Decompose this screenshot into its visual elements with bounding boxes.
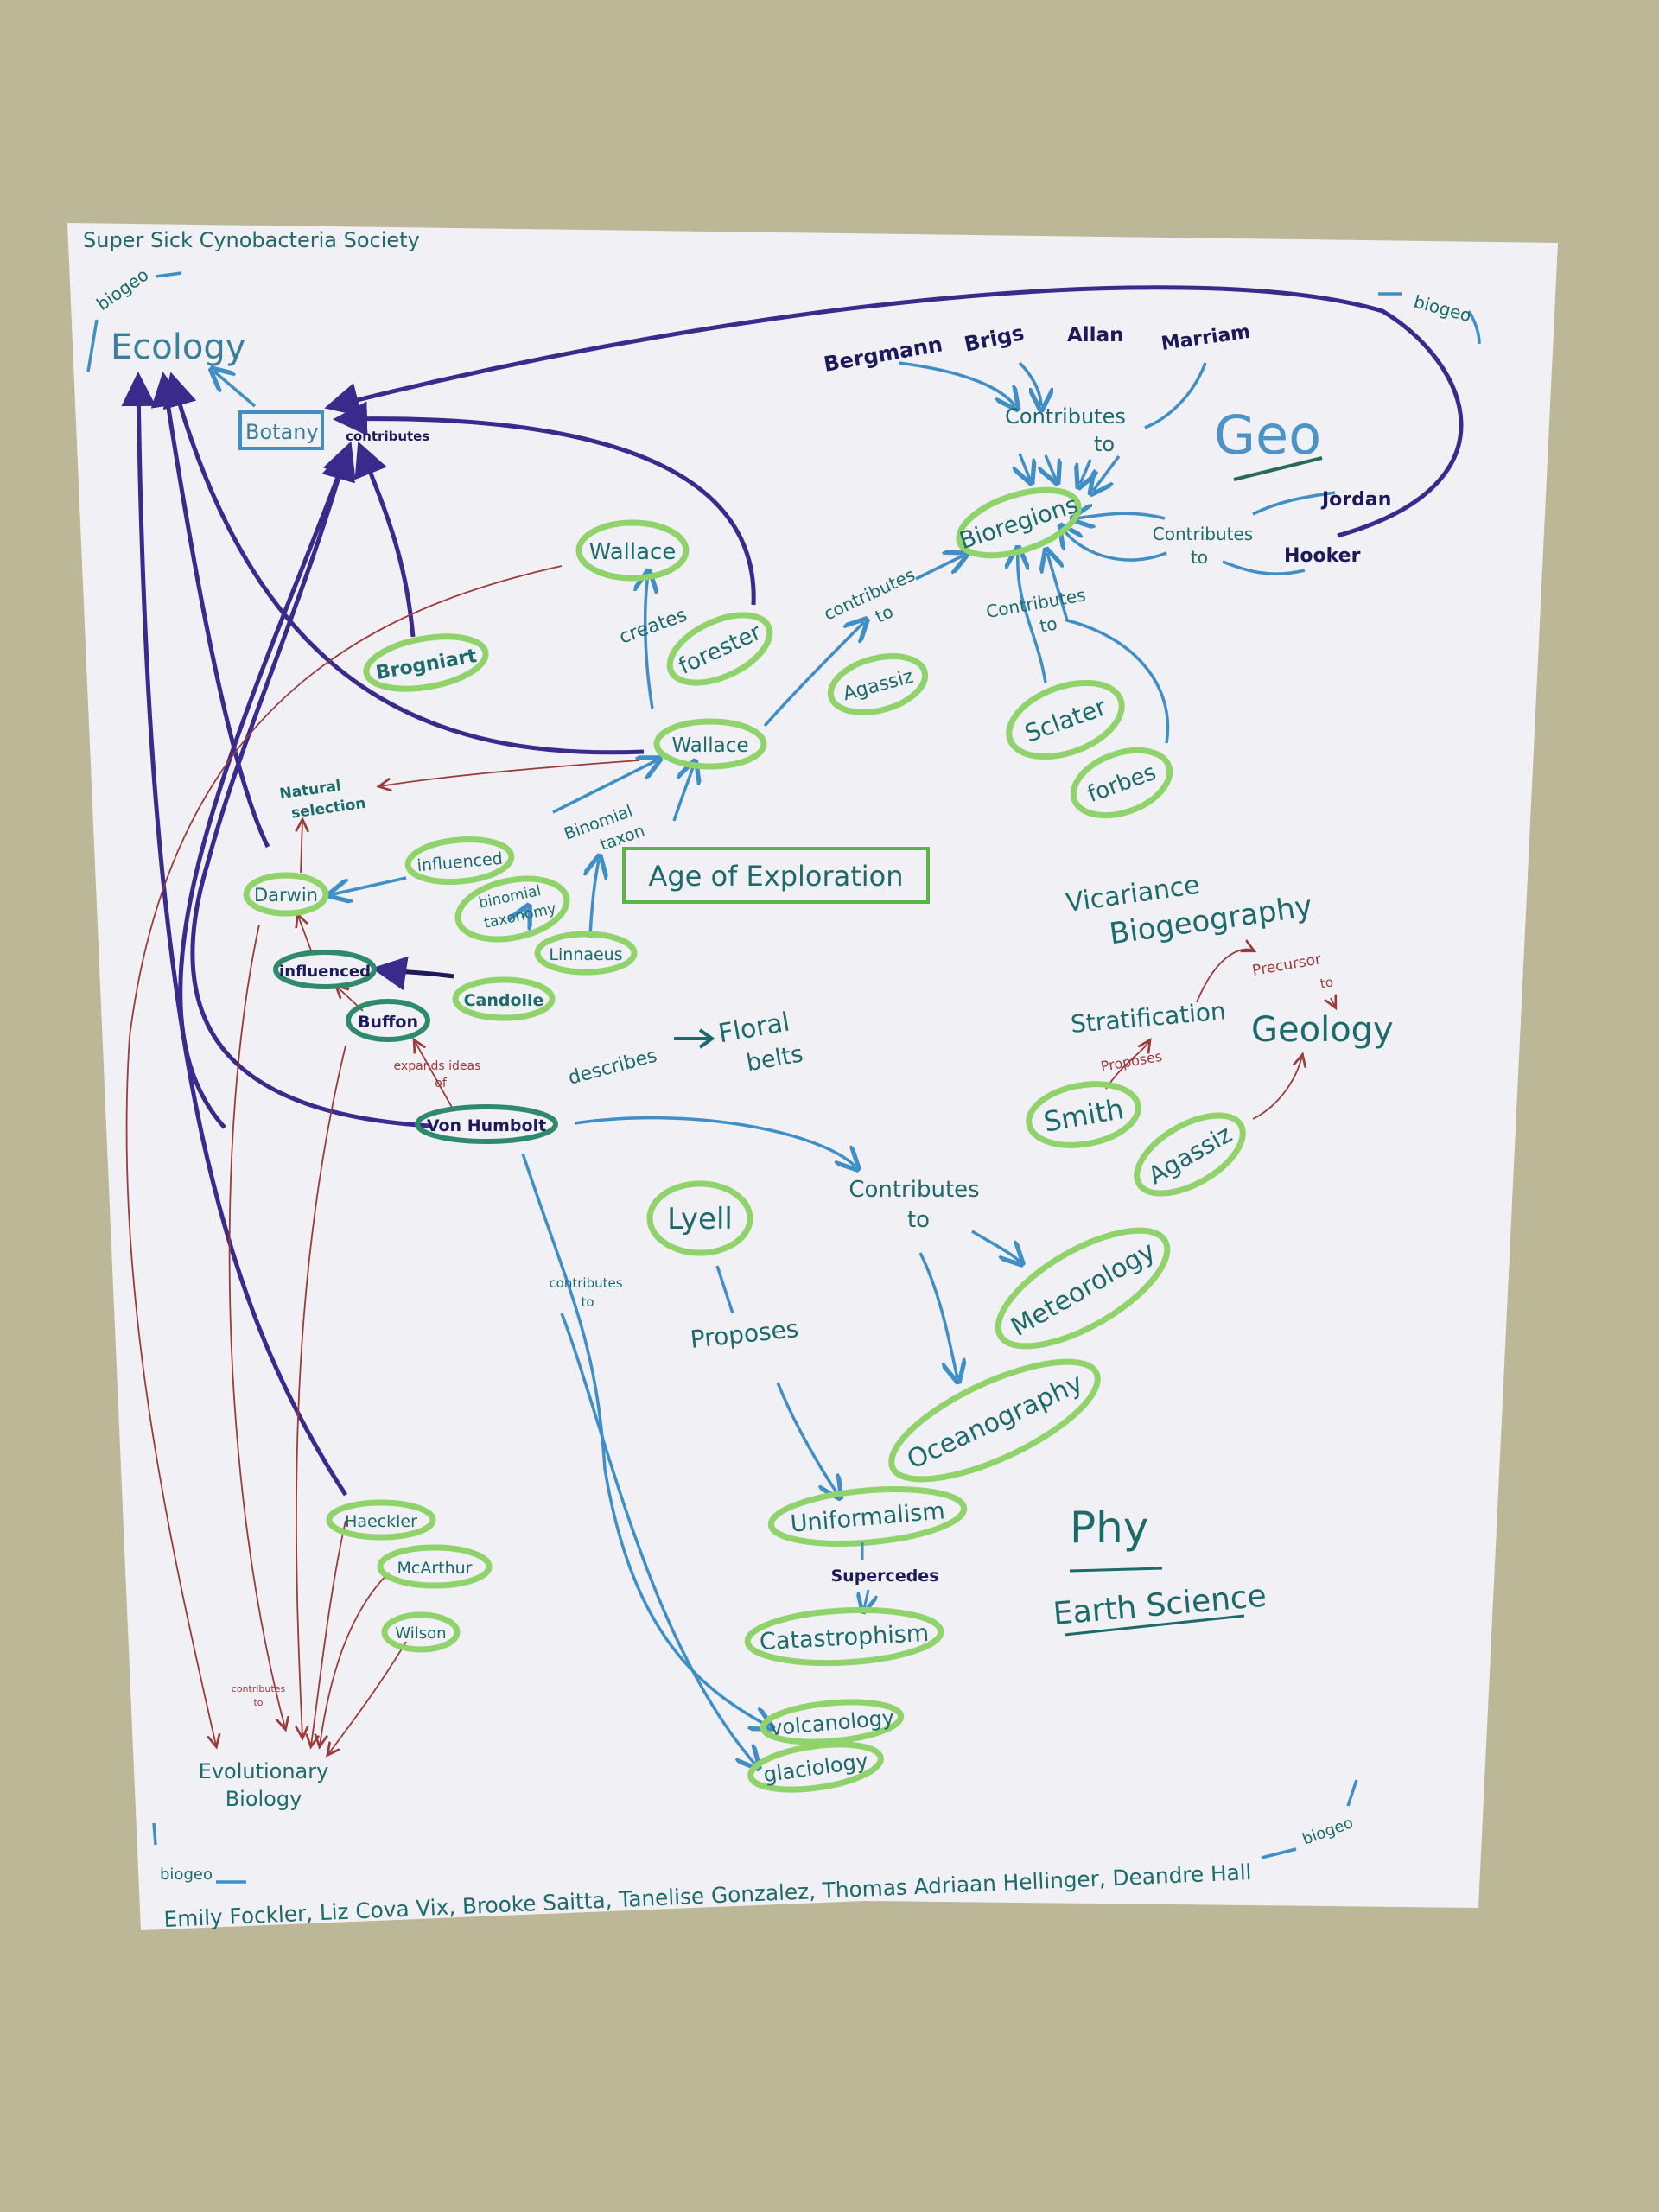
svg-text:Darwin: Darwin (254, 885, 318, 906)
node-candolle: Candolle (452, 976, 556, 1021)
node-smith: Smith (1026, 1081, 1141, 1148)
node-allan: Allan (1067, 324, 1123, 346)
svg-text:influenced: influenced (279, 963, 371, 981)
describes-arrow (674, 1028, 715, 1049)
svg-text:to: to (253, 1697, 263, 1708)
svg-text:Wallace: Wallace (589, 539, 677, 565)
svg-text:Evolutionary: Evolutionary (199, 1759, 329, 1783)
lyell-proposes-line (715, 1265, 734, 1314)
svg-text:Botany: Botany (245, 420, 319, 444)
svg-text:to: to (1319, 974, 1334, 991)
blue-edges (214, 361, 1336, 1765)
node-geology: Geology (1251, 1010, 1394, 1050)
poster-paper (67, 223, 1558, 1930)
node-von-humbolt: Von Humbolt (415, 1104, 558, 1144)
poster-title: Super Sick Cynobacteria Society (83, 228, 420, 252)
label-contributes-to-3: Contributes to (1153, 524, 1253, 568)
red-edges (125, 565, 1335, 1754)
node-influenced-2: influenced (273, 950, 377, 989)
svg-text:contributes: contributes (232, 1683, 286, 1694)
label-contributes-to-5: Contributes to (849, 1177, 979, 1233)
heading-geo: Geo (1214, 404, 1323, 481)
svg-text:Linnaeus: Linnaeus (549, 945, 622, 964)
svg-text:Von Humbolt: Von Humbolt (427, 1116, 546, 1135)
svg-text:McArthur: McArthur (397, 1559, 473, 1578)
node-botany: Botany (238, 410, 324, 450)
heading-phy: Phy (1069, 1503, 1163, 1573)
label-contributes-to-2: Contributes to (1005, 404, 1126, 456)
label-supercedes: Supercedes (830, 1567, 938, 1586)
svg-text:Candolle: Candolle (464, 991, 544, 1010)
svg-text:to: to (581, 1294, 594, 1310)
node-mcarthur: McArthur (377, 1544, 493, 1589)
node-volcanology: volcanology (760, 1699, 905, 1745)
svg-text:to: to (1191, 547, 1208, 568)
svg-text:Age of Exploration: Age of Exploration (648, 860, 903, 893)
biogeo-label-bottom-left: biogeo (160, 1866, 213, 1884)
node-lyell: Lyell (646, 1180, 753, 1256)
svg-text:expands ideas: expands ideas (394, 1059, 481, 1073)
svg-text:contributes: contributes (549, 1275, 622, 1291)
node-hooker: Hooker (1284, 545, 1361, 567)
node-wallace: Wallace (653, 718, 767, 770)
node-age-of-exploration: Age of Exploration (622, 847, 930, 904)
node-jordan: Jordan (1320, 489, 1391, 511)
svg-text:of: of (435, 1077, 448, 1090)
svg-text:Wallace: Wallace (671, 734, 748, 757)
svg-text:Biology: Biology (226, 1787, 302, 1811)
svg-text:Geo: Geo (1214, 404, 1321, 467)
node-wilson: Wilson (381, 1611, 461, 1653)
biogeo-arrows (86, 271, 1481, 1884)
purple-edges (121, 285, 1464, 1497)
svg-text:to: to (1038, 613, 1058, 636)
label-contributes-botany: contributes (346, 429, 429, 444)
supercedes-line (862, 1542, 868, 1609)
svg-text:Wilson: Wilson (395, 1624, 446, 1643)
svg-text:Contributes: Contributes (1005, 404, 1126, 429)
svg-text:Lyell: Lyell (667, 1202, 733, 1236)
node-linnaeus: Linnaeus (534, 931, 638, 976)
svg-text:to: to (907, 1207, 930, 1233)
node-ecology: Ecology (111, 327, 245, 367)
label-contributes-to-7: contributes to (232, 1683, 286, 1708)
node-buffon: Buffon (346, 999, 430, 1042)
label-expands-ideas-of: expands ideas of (394, 1059, 481, 1090)
svg-text:Contributes: Contributes (1153, 524, 1253, 544)
node-darwin: Darwin (243, 872, 329, 917)
svg-text:Contributes: Contributes (849, 1177, 979, 1203)
svg-text:Phy: Phy (1070, 1503, 1148, 1553)
svg-text:Buffon: Buffon (358, 1013, 418, 1032)
svg-text:to: to (1094, 432, 1115, 456)
label-contributes-to-6: contributes to (549, 1275, 622, 1310)
node-wallace-top: Wallace (575, 519, 690, 582)
node-haeckler: Haeckler (326, 1499, 436, 1541)
svg-text:Haeckler: Haeckler (345, 1512, 417, 1531)
